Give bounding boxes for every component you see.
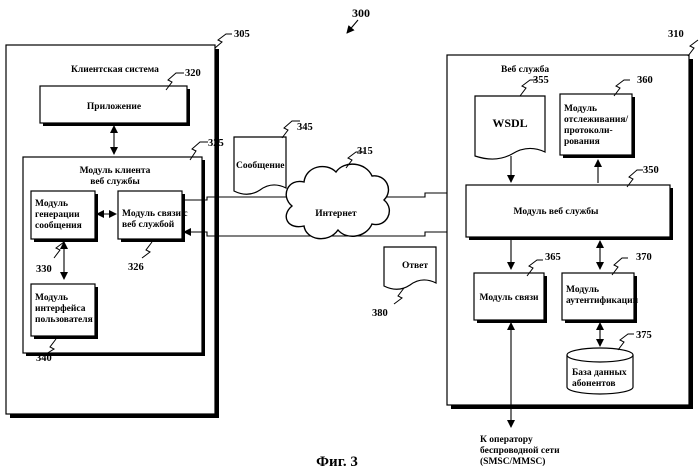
auth-line1: Модуль — [566, 285, 599, 295]
response-label: Ответ — [402, 261, 428, 271]
client-system-title: Клиентская система — [71, 65, 159, 75]
web-service-title: Веб служба — [501, 64, 549, 75]
ref-370: 370 — [636, 252, 652, 263]
operator-line3: (SMSC/MMSC) — [480, 456, 545, 467]
db-line2: абонентов — [572, 378, 615, 389]
client-module-line1: Модуль клиента — [80, 166, 151, 176]
ref-305: 305 — [234, 29, 250, 40]
figure-number-label: 300 — [352, 6, 370, 20]
ref-355: 355 — [533, 75, 549, 86]
ref-310: 310 — [668, 29, 684, 40]
ref-325: 325 — [208, 138, 224, 149]
internet-cloud: Интернет 315 — [286, 146, 389, 239]
internet-label: Интернет — [315, 209, 357, 219]
ref-340: 340 — [36, 353, 52, 364]
comm-ws-module-line1: Модуль связи с — [122, 209, 188, 219]
generation-module-line1: Модуль — [35, 199, 68, 209]
db-line1: База данных — [572, 368, 627, 378]
ref-345: 345 — [297, 122, 313, 133]
figure-number: 300 — [347, 6, 370, 33]
message-label: Сообщение — [236, 160, 285, 171]
ref-320: 320 — [185, 68, 201, 79]
operator-line2: беспроводной сети — [480, 445, 560, 456]
tracking-line1: Модуль — [564, 104, 597, 114]
auth-line2: аутентификации — [566, 295, 639, 306]
client-module-line2: веб службы — [90, 176, 140, 187]
ws-module-label: Модуль веб службы — [514, 206, 600, 217]
operator-label: К оператору беспроводной сети (SMSC/MMSC… — [480, 435, 560, 467]
ref-315: 315 — [357, 146, 373, 157]
ui-module-line1: Модуль — [35, 293, 68, 303]
ref-365: 365 — [545, 252, 561, 263]
generation-module-line3: сообщения — [35, 220, 82, 231]
comm-ws-module-line2: веб службой — [122, 219, 175, 230]
ref-360: 360 — [637, 75, 653, 86]
ref-350: 350 — [643, 165, 659, 176]
tracking-line3: протоколи- — [564, 126, 613, 136]
generation-module-line2: генерации — [35, 210, 80, 220]
ref-380: 380 — [372, 308, 388, 319]
response-document: Ответ 380 — [372, 247, 436, 319]
ui-module-line3: пользователя — [35, 315, 93, 325]
tracking-line4: рования — [564, 137, 600, 147]
tracking-line2: отслеживания/ — [564, 115, 628, 125]
wsdl-label: WSDL — [492, 116, 527, 130]
operator-line1: К оператору — [480, 435, 533, 445]
ui-module-line2: интерфейса — [35, 303, 86, 314]
ref-375: 375 — [636, 330, 652, 341]
comm-module-label: Модуль связи — [479, 293, 539, 303]
application-label: Приложение — [87, 102, 141, 112]
ref-330: 330 — [36, 264, 52, 275]
ref-326: 326 — [128, 262, 144, 273]
figure-caption: Фиг. 3 — [316, 454, 358, 470]
